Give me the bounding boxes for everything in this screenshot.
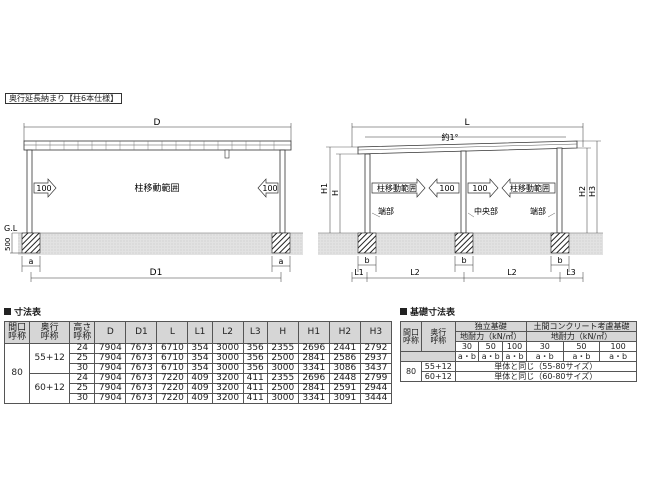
dim-b-right: b	[557, 256, 562, 265]
table-header-row: 間口 呼称 奥行 呼称 高さ 呼称 D D1 L L1 L2 L3 H H1 H…	[3, 321, 393, 344]
title-box: 奥行延長納まり【柱6本仕様】	[5, 93, 123, 104]
arrow-100-side-mid-left	[428, 178, 460, 198]
dimension-table: 間口 呼称 奥行 呼称 高さ 呼称 D D1 L L1 L2 L3 H H1 H…	[3, 321, 393, 404]
dim-a-left: a	[29, 257, 34, 266]
dim-H: H	[331, 190, 340, 196]
gl-label: G.L	[4, 224, 18, 233]
dim-b-left: b	[364, 256, 369, 265]
dim-L: L	[464, 118, 469, 128]
table-row: 30 7904 7673 7220 409 3200 411 3000 3341…	[5, 393, 393, 404]
front-footing-left	[21, 232, 41, 254]
side-footing-left	[357, 232, 377, 254]
range-label-front: 柱移動範囲	[134, 182, 179, 194]
front-post-right	[279, 149, 286, 234]
svg-text:100: 100	[439, 184, 454, 193]
front-roof-beam	[23, 140, 292, 151]
label-center: 中央部	[474, 206, 498, 216]
elevation-drawings: D G.L 500 a a D1 100 100 柱移動範囲 L	[4, 118, 603, 282]
table-row: 80 55+12 単体と同じ（55-80サイズ）	[399, 361, 638, 382]
side-view: L 約1° H1 H H2 H3 柱移動範囲 100 100	[318, 118, 603, 282]
range-label-side-right: 柱移動範囲	[510, 183, 550, 193]
table-row: 60+12 単体と同じ（60-80サイズ）	[401, 371, 638, 382]
dim-D1: D1	[150, 268, 163, 278]
table-header-row: 間口 呼称 奥行 呼称 独立基礎 土間コンクリート考慮基礎	[399, 321, 638, 352]
dim-L2-right: L2	[507, 268, 517, 277]
front-roof-ribs	[35, 141, 275, 150]
front-view: D G.L 500 a a D1 100 100 柱移動範囲	[4, 118, 303, 282]
arrow-100-front-left	[33, 178, 57, 198]
side-post-center	[460, 150, 467, 234]
dim-L2-left: L2	[410, 268, 420, 277]
svg-text:100: 100	[262, 184, 277, 193]
dim-L1: L1	[354, 268, 364, 277]
side-footing-center	[454, 232, 474, 254]
side-roof	[357, 140, 578, 155]
square-bullet-icon	[4, 308, 11, 315]
dim-D: D	[154, 118, 161, 128]
foundation-table: 間口 呼称 奥行 呼称 独立基礎 土間コンクリート考慮基礎 地耐力（kN/㎡） …	[399, 321, 638, 382]
svg-text:100: 100	[36, 184, 51, 193]
front-ground	[18, 233, 303, 255]
square-bullet-icon	[400, 308, 407, 315]
title: 奥行延長納まり【柱6本仕様】	[9, 94, 119, 103]
svg-text:100: 100	[472, 184, 487, 193]
dim-H2: H2	[578, 186, 587, 197]
label-end-left: 端部	[378, 206, 394, 216]
dim-b-center: b	[461, 256, 466, 265]
foundation-table-heading: 基礎寸法表	[400, 305, 455, 318]
arrow-100-side-right	[501, 178, 556, 198]
label-end-right: 端部	[530, 206, 546, 216]
arrow-100-front-right	[257, 178, 279, 198]
range-label-side-left: 柱移動範囲	[377, 183, 417, 193]
dim-a-right: a	[279, 257, 284, 266]
dim-500: 500	[4, 238, 12, 251]
side-post-right	[556, 147, 563, 234]
dim-L3: L3	[566, 268, 576, 277]
arrow-100-side-left	[371, 178, 426, 198]
table-row: 60+12 24 7904 7673 7220 409 3200 411 235…	[5, 373, 393, 404]
side-footing-right	[550, 232, 570, 254]
side-post-left	[364, 153, 371, 234]
table-header-row: a・b a・b a・b a・b a・b a・b	[400, 351, 637, 362]
dim-about-1deg: 約1°	[441, 132, 458, 142]
front-footing-right	[271, 232, 291, 254]
arrow-100-side-mid-right	[467, 178, 499, 198]
dim-H1: H1	[320, 183, 329, 194]
front-post-left	[26, 149, 33, 234]
table-row: 80 55+12 24 7904 7673 6710 354 3000 356 …	[3, 343, 393, 404]
dim-H3: H3	[588, 186, 597, 197]
dim-table-heading: 寸法表	[4, 305, 41, 318]
table-row: 30 7904 7673 6710 354 3000 356 3000 3341…	[5, 363, 393, 374]
